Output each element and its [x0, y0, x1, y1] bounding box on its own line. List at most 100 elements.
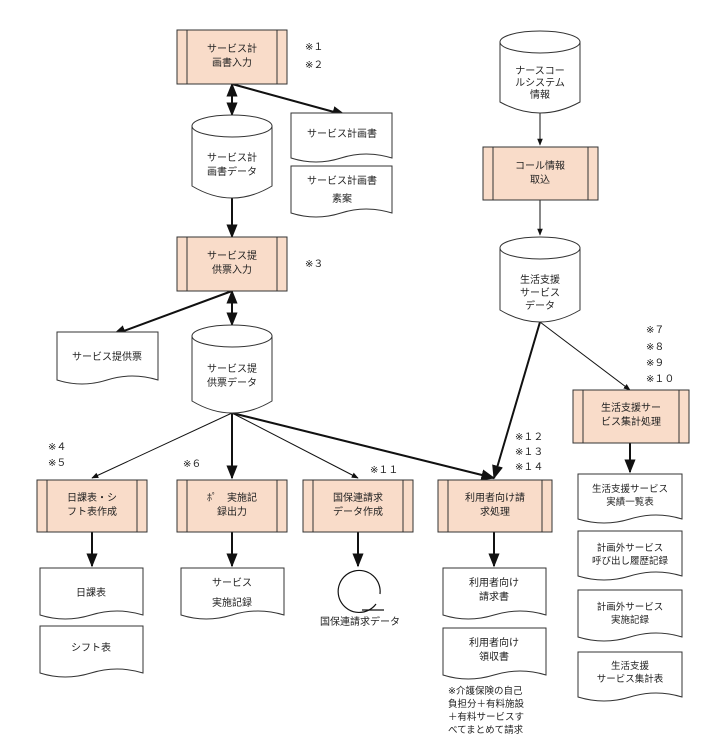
doc-label-line: 領収書	[479, 650, 509, 663]
doc-label-line: 生活支援サービス	[592, 483, 668, 495]
doc-unplanned-record: 計画外サービス 実施記録	[577, 589, 683, 642]
process-label-line: サービス提	[207, 250, 257, 262]
arrow-ticket-data-daily-shift	[91, 412, 233, 479]
doc-life-support-list: 生活支援サービス 実績一覧表	[577, 473, 683, 524]
doc-label-line: 実施記録	[611, 614, 650, 626]
process-label-line: 利用者向け請	[465, 491, 525, 504]
process-service-ticket-input: サービス提 供票入力	[176, 236, 288, 292]
process-daily-shift: 日課表・シ フト表作成	[36, 479, 148, 533]
note-marker: ※５	[48, 458, 66, 469]
billing-note-line: べてまとめて請求	[448, 724, 524, 736]
arrow-ticket-input-ticket-doc	[111, 290, 233, 336]
doc-service-plan-draft: サービス計画書 素案	[290, 165, 393, 218]
doc-label-line: 利用者向け	[469, 636, 519, 649]
process-kokuho-create: 国保連請求 データ作成	[302, 479, 414, 533]
billing-note-line: ※介護保険の自己	[448, 685, 523, 697]
doc-label-line: 日課表	[76, 586, 106, 599]
process-label-line: フト表作成	[67, 505, 117, 518]
doc-label-line: 実施記録	[212, 596, 252, 609]
arrow-plan-input-plan-doc	[231, 83, 347, 118]
arrow-ticket-data-user-billing	[231, 412, 496, 481]
doc-label-line: 実績一覧表	[606, 496, 654, 508]
arrow-ticket-data-kokuho	[231, 412, 359, 479]
note-marker: ※９	[646, 358, 664, 369]
doc-unplanned-call-log: 計画外サービス 呼び出し履歴記録	[577, 530, 683, 581]
process-life-support-total: 生活支援サー ビス集計処理	[572, 389, 690, 444]
process-label-line: ﾎﾟ 実施記	[207, 491, 257, 504]
store-label-line: 情報	[530, 88, 550, 101]
arrow-life-data-user-billing	[492, 321, 541, 480]
process-user-billing: 利用者向け請 求処理	[437, 479, 553, 533]
doc-daily-table: 日課表	[39, 567, 144, 620]
doc-label-line: 計画外サービス	[597, 542, 664, 554]
process-label-line: コール情報	[515, 159, 565, 172]
note-marker: ※４	[48, 442, 66, 453]
store-label-line: 生活支援	[520, 273, 560, 286]
doc-user-invoice: 利用者向け 請求書	[442, 567, 547, 620]
store-label-line: 供票データ	[207, 376, 257, 389]
process-call-info-import: コール情報 取込	[482, 146, 599, 201]
process-label-line: 画書入力	[212, 56, 252, 69]
store-label-line: サービス	[520, 287, 560, 299]
store-label-line: データ	[525, 299, 555, 312]
note-marker: ※１２	[515, 432, 543, 443]
store-nurse-call-info: ナースコー ルシステム 情報	[499, 30, 581, 114]
notes: ※１ ※２ ※３ ※４ ※５ ※６ ※７ ※８ ※９ ※１０ ※１１ ※１２ ※…	[48, 42, 674, 736]
doc-label-line: サービス計画書	[307, 127, 377, 140]
doc-label-line: サービス提供票	[72, 350, 142, 363]
note-marker: ※７	[646, 325, 664, 336]
process-service-plan-input: サービス計 画書入力	[176, 29, 288, 85]
process-label-line: 生活支援サー	[601, 401, 661, 414]
doc-label-line: 計画外サービス	[597, 601, 664, 613]
store-life-support-data: 生活支援 サービス データ	[499, 236, 581, 323]
doc-service-record: サービス 実施記録	[180, 567, 285, 620]
store-service-ticket-data: サービス提 供票データ	[191, 324, 273, 414]
note-marker: ※１０	[646, 374, 674, 385]
note-marker: ※２	[305, 60, 323, 71]
doc-label-line: 生活支援	[611, 660, 650, 672]
process-label-line: 録出力	[217, 505, 247, 518]
process-label-line: 国保連請求	[333, 491, 383, 504]
doc-life-support-summary: 生活支援 サービス集計表	[577, 651, 683, 702]
doc-user-receipt: 利用者向け 領収書	[442, 627, 547, 680]
doc-label-line: 素案	[332, 192, 352, 205]
doc-label-line: 呼び出し履歴記録	[592, 555, 669, 567]
note-marker: ※１３	[515, 447, 543, 458]
process-record-output: ﾎﾟ 実施記 録出力	[176, 479, 288, 533]
store-label-line: サービス提	[207, 363, 257, 375]
doc-label-line: 請求書	[479, 590, 509, 603]
note-marker: ※３	[305, 259, 323, 270]
doc-label-line: サービス	[212, 577, 252, 589]
note-marker: ※８	[646, 342, 664, 353]
edges	[86, 82, 636, 568]
process-label-line: ビス集計処理	[601, 415, 661, 428]
arrow-life-data-life-total	[539, 321, 631, 391]
doc-label-line: サービス計画書	[307, 174, 377, 187]
connector-label: 国保連請求データ	[320, 615, 400, 628]
store-label-line: 画書データ	[207, 165, 257, 178]
store-label-line: ルシステム	[515, 77, 565, 89]
doc-label-line: 利用者向け	[469, 576, 519, 589]
doc-shift-table: シフト表	[39, 625, 144, 678]
doc-service-ticket: サービス提供票	[56, 331, 159, 385]
store-label-line: ナースコー	[515, 65, 565, 77]
note-marker: ※６	[183, 459, 201, 470]
process-label-line: 日課表・シ	[67, 491, 117, 504]
note-marker: ※１４	[515, 462, 543, 473]
note-marker: ※１１	[370, 465, 398, 476]
doc-label-line: シフト表	[71, 641, 111, 654]
process-label-line: データ作成	[333, 505, 383, 518]
doc-label-line: サービス集計表	[597, 673, 664, 685]
process-label-line: 供票入力	[212, 263, 252, 276]
billing-note-line: 負担分＋有料施設	[448, 698, 525, 710]
billing-note-line: ＋有料サービスす	[448, 711, 524, 723]
doc-service-plan: サービス計画書	[290, 112, 393, 163]
process-label-line: 取込	[530, 174, 550, 186]
process-label-line: 求処理	[480, 505, 510, 518]
store-label-line: サービス計	[207, 151, 257, 164]
note-marker: ※１	[305, 42, 323, 53]
store-service-plan-data: サービス計 画書データ	[191, 114, 273, 199]
connector-kokuho-data: 国保連請求データ	[320, 569, 400, 628]
process-label-line: サービス計	[207, 42, 257, 55]
